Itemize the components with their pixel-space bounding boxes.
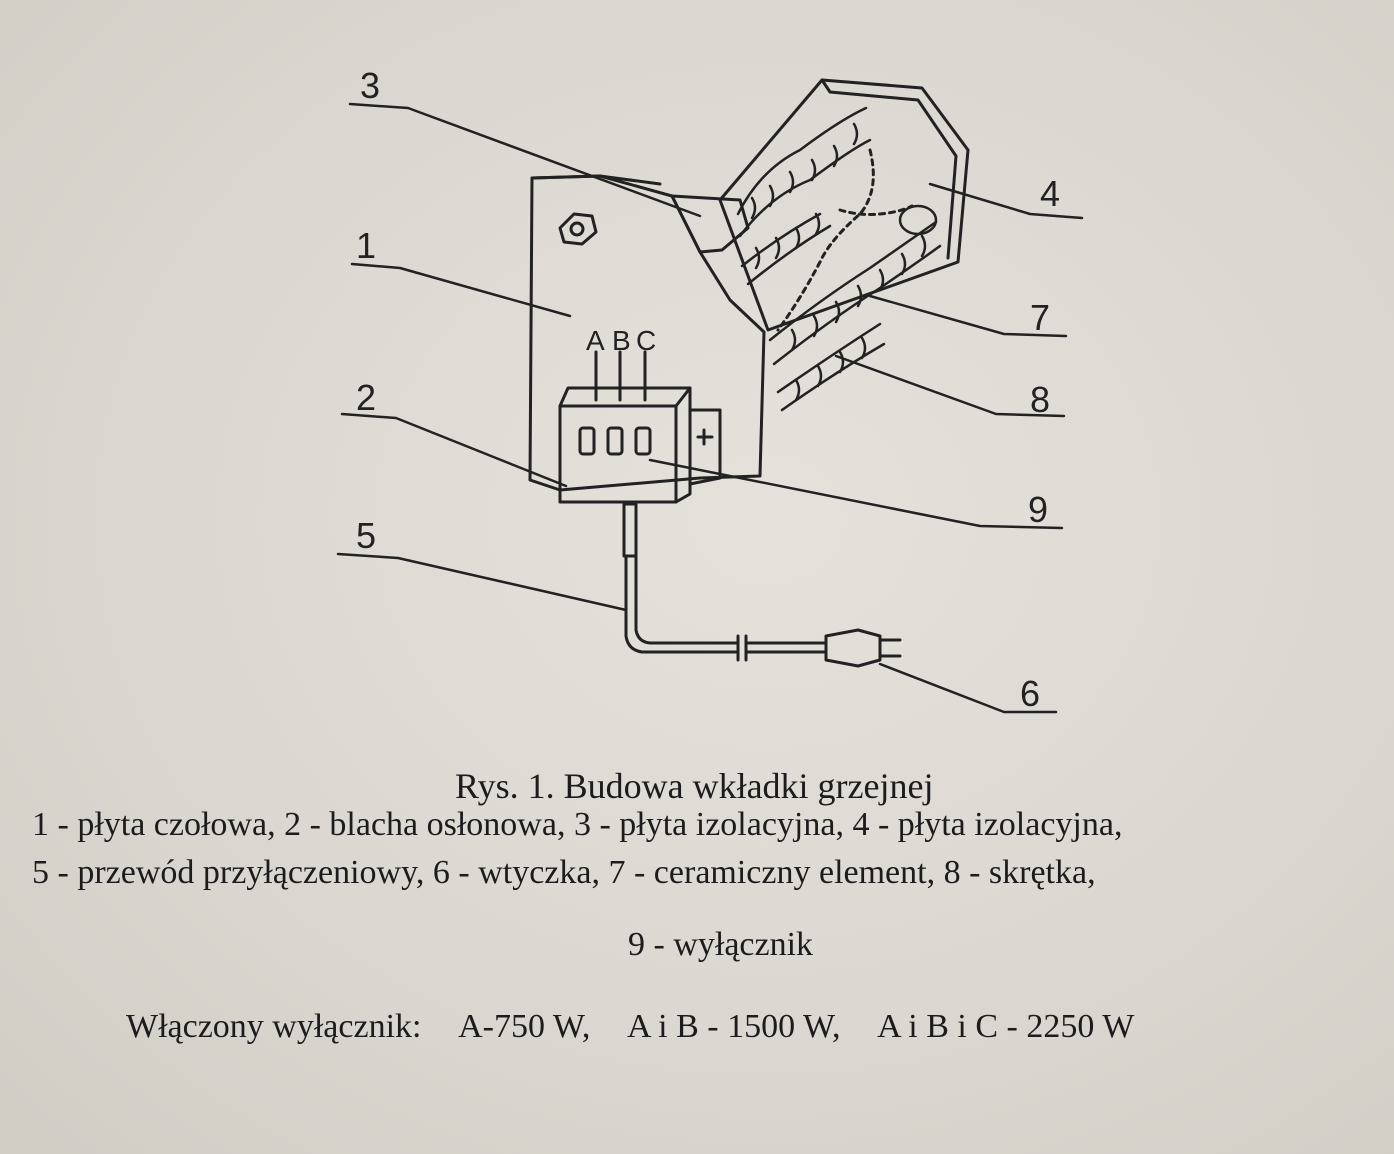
power-settings-line: Włączony wyłącznik: A-750 W, A i B - 150… [126, 1008, 1164, 1046]
callout-2: 2 [356, 377, 376, 418]
power-option-abc: A i B i C - 2250 W [877, 1008, 1135, 1045]
figure-caption-title: Rys. 1. Budowa wkładki grzejnej [455, 766, 934, 806]
callout-5: 5 [356, 515, 376, 556]
ceramic-heating-elements-7 [736, 106, 942, 412]
power-option-a: A-750 W, [458, 1008, 591, 1045]
twisted-wire-8 [776, 148, 875, 332]
power-option-ab: A i B - 1500 W, [626, 1008, 841, 1045]
switch-label-b: B [612, 325, 631, 356]
callout-1: 1 [356, 225, 376, 266]
power-cable-5 [622, 502, 638, 558]
insulation-plate-3 [670, 194, 750, 254]
power-label: Włączony wyłącznik: [126, 1008, 422, 1045]
legend-line-3: 9 - wyłącznik [628, 926, 814, 963]
callout-3: 3 [360, 65, 380, 106]
callout-6: 6 [1020, 673, 1040, 714]
callout-7: 7 [1030, 297, 1050, 338]
callout-4: 4 [1040, 173, 1060, 214]
callout-9: 9 [1028, 489, 1048, 530]
legend-line-1: 1 - płyta czołowa, 2 - blacha osłonowa, … [32, 806, 1123, 843]
heating-insert-diagram: 3 1 2 5 4 7 8 9 6 A B C [336, 65, 1084, 714]
plug-6 [824, 628, 882, 668]
switch-label-c: C [636, 325, 656, 356]
front-plate-1 [528, 174, 766, 492]
legend-line-2: 5 - przewód przyłączeniowy, 6 - wtyczka,… [32, 854, 1096, 891]
switches-9 [578, 350, 652, 456]
callout-8: 8 [1030, 379, 1050, 420]
hex-bolt-icon [558, 212, 598, 246]
switch-label-a: A [586, 325, 605, 356]
